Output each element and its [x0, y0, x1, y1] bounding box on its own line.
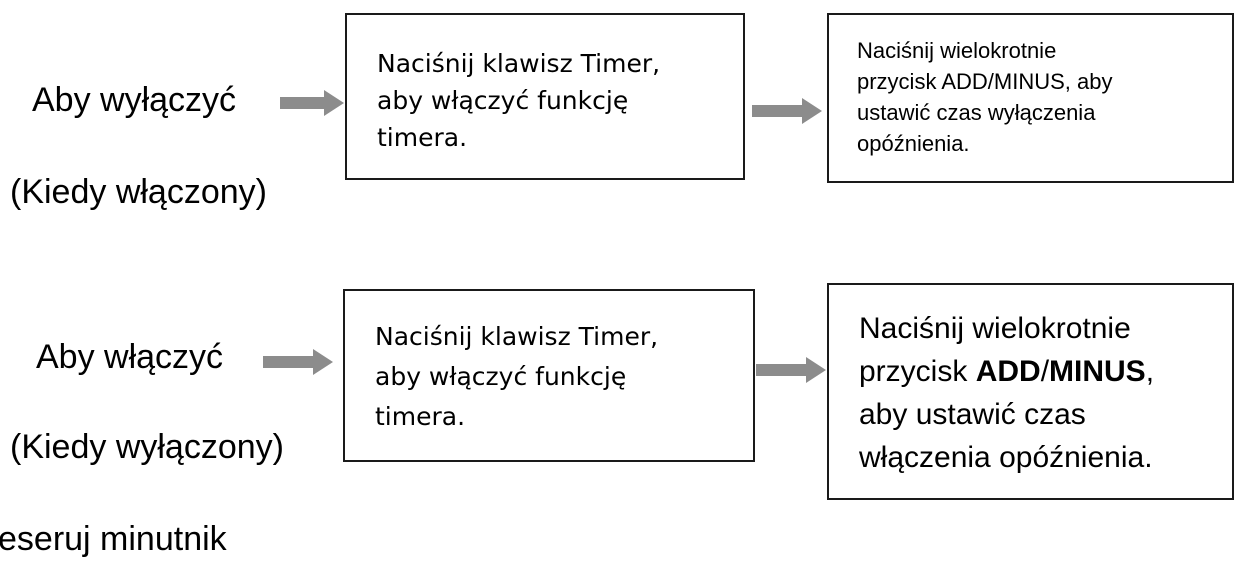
- step-box-press-timer-on: Naciśnij klawisz Timer, aby włączyć funk…: [343, 289, 755, 462]
- step-box-set-on-delay: Naciśnij wielokrotnie przycisk ADD/MINUS…: [827, 283, 1234, 500]
- add-key-label: ADD: [975, 355, 1041, 388]
- step-box-set-off-delay: Naciśnij wielokrotnie przycisk ADD/MINUS…: [827, 13, 1234, 183]
- minus-key-label: MINUS: [1049, 355, 1146, 388]
- arrow-right-icon: [752, 98, 822, 124]
- step-text-line: ustawić czas wyłączenia: [857, 100, 1096, 125]
- arrow-right-icon: [263, 349, 333, 375]
- step-text-line: Naciśnij klawisz Timer,: [375, 322, 659, 351]
- step-text-line: przycisk ADD/MINUS, aby: [857, 69, 1113, 94]
- step-text-line: timera.: [377, 123, 468, 152]
- label-when-off: (Kiedy wyłączony): [10, 428, 284, 466]
- step-text-fragment: przycisk: [859, 355, 976, 388]
- label-turn-off: Aby wyłączyć: [32, 81, 237, 119]
- step-text-line: Naciśnij klawisz Timer,: [377, 49, 661, 78]
- step-text-line: aby ustawić czas: [859, 398, 1086, 431]
- step-text-fragment: ,: [1145, 355, 1155, 388]
- step-text-line: włączenia opóźnienia.: [859, 441, 1153, 474]
- step-text-line: aby włączyć funkcję: [377, 86, 629, 115]
- step-text-line: aby włączyć funkcję: [375, 362, 627, 391]
- label-when-on: (Kiedy włączony): [10, 173, 267, 211]
- label-turn-on: Aby włączyć: [36, 338, 224, 376]
- step-text-line: przycisk ADD/MINUS,: [859, 350, 1232, 393]
- arrow-right-icon: [280, 90, 344, 116]
- arrow-right-icon: [756, 357, 826, 383]
- step-box-press-timer-off: Naciśnij klawisz Timer, aby włączyć funk…: [345, 13, 745, 180]
- step-text-line: Naciśnij wielokrotnie: [859, 312, 1131, 345]
- step-text-line: timera.: [375, 402, 466, 431]
- step-text-line: Naciśnij wielokrotnie: [857, 38, 1057, 63]
- section-heading: eseruj minutnik: [0, 520, 227, 558]
- step-text-fragment: /: [1040, 355, 1050, 388]
- step-text-line: opóźnienia.: [857, 131, 970, 156]
